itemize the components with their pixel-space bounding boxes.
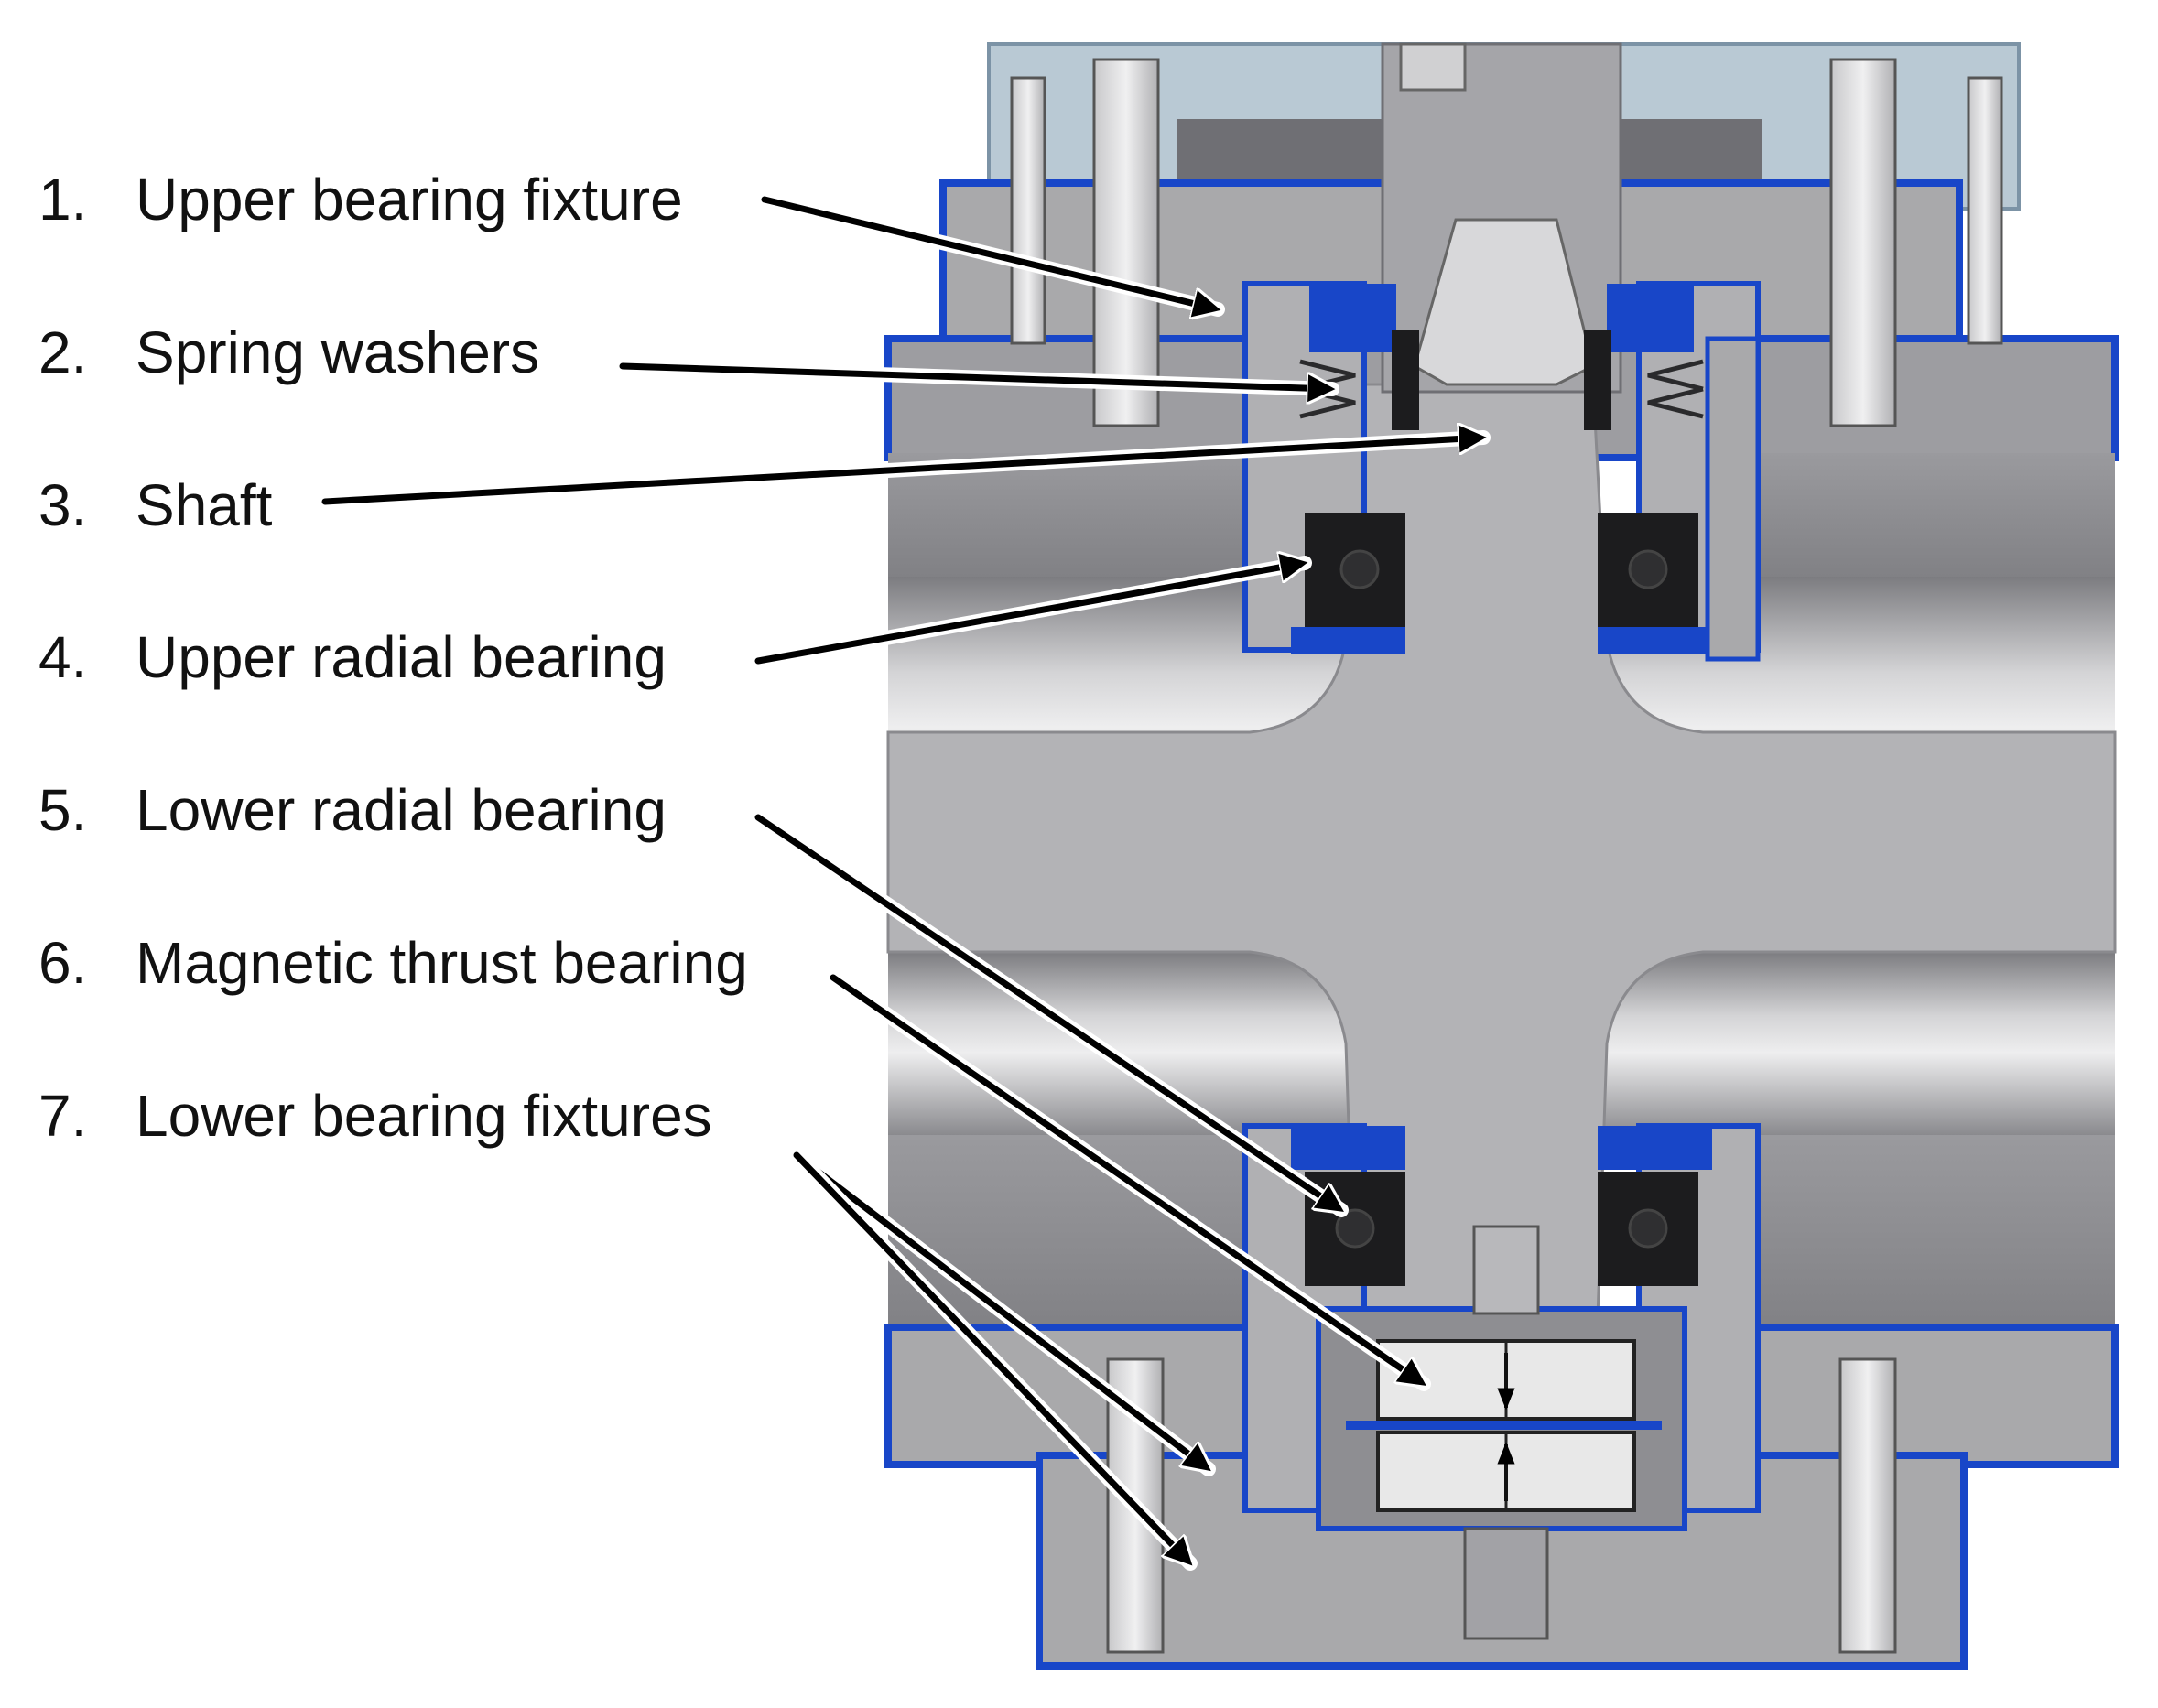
lower-right-wall xyxy=(1758,1135,2115,1336)
arrow-lower-radial-bearing xyxy=(751,810,1341,1217)
thrust-bearing-gap xyxy=(1346,1421,1662,1430)
thrust-stem-bottom xyxy=(1463,1527,1549,1640)
shaft-top-nub xyxy=(1399,42,1467,92)
label-2-text: Spring washers xyxy=(136,319,539,385)
bolt-upper-left-small xyxy=(1010,76,1046,345)
upper-radial-ball-left xyxy=(1339,549,1380,589)
lower-radial-ball-right xyxy=(1628,1208,1668,1249)
label-5-text: Lower radial bearing xyxy=(136,777,667,843)
arrow-magnetic-thrust-bearing xyxy=(826,970,1424,1391)
label-1-text: Upper bearing fixture xyxy=(136,167,683,232)
label-1-number: 1. xyxy=(38,167,87,232)
lower-radial-blue-left xyxy=(1291,1126,1405,1170)
upper-radial-blue-right xyxy=(1598,627,1712,654)
upper-bearing-blue-left xyxy=(1309,284,1396,352)
legend-labels: 1. Upper bearing fixture 2. Spring washe… xyxy=(38,167,748,1149)
spring-washers-right xyxy=(1647,359,1704,419)
label-2-number: 2. xyxy=(38,319,87,385)
lower-radial-ball-left xyxy=(1335,1208,1375,1249)
washer-stack-right xyxy=(1584,330,1611,430)
label-6-number: 6. xyxy=(38,930,87,996)
label-6-text: Magnetic thrust bearing xyxy=(136,930,748,996)
label-3-text: Shaft xyxy=(136,472,273,538)
arrow-shaft xyxy=(318,438,1491,509)
cross-section xyxy=(884,42,2119,1670)
upper-radial-ball-right xyxy=(1628,549,1668,589)
upper-right-wall xyxy=(1758,453,2115,581)
label-3-number: 3. xyxy=(38,472,87,538)
arrow-lower-bearing-fixtures-b xyxy=(789,1148,1198,1571)
label-4-number: 4. xyxy=(38,624,87,690)
thrust-stem-top xyxy=(1472,1225,1540,1315)
arrow-lower-bearing-fixtures-a xyxy=(789,1148,1209,1476)
label-7-number: 7. xyxy=(38,1083,87,1149)
label-4-text: Upper radial bearing xyxy=(136,624,667,690)
callout-arrows xyxy=(318,192,1491,1571)
bolt-upper-right xyxy=(1829,58,1897,427)
label-5-number: 5. xyxy=(38,777,87,843)
right-fixture-rib xyxy=(1705,336,1761,662)
label-7-text: Lower bearing fixtures xyxy=(136,1083,712,1149)
bolt-lower-right xyxy=(1838,1357,1897,1654)
upper-radial-blue-left xyxy=(1291,627,1405,654)
arrow-spring-washers xyxy=(615,359,1339,389)
bolt-upper-left xyxy=(1092,58,1160,427)
washer-stack-left xyxy=(1392,330,1419,430)
lower-radial-blue-right xyxy=(1598,1126,1712,1170)
arrow-upper-bearing-fixture xyxy=(757,192,1218,309)
bolt-upper-right-small xyxy=(1967,76,2003,345)
upper-bearing-blue-right xyxy=(1607,284,1694,352)
arrow-upper-radial-bearing xyxy=(751,563,1305,668)
